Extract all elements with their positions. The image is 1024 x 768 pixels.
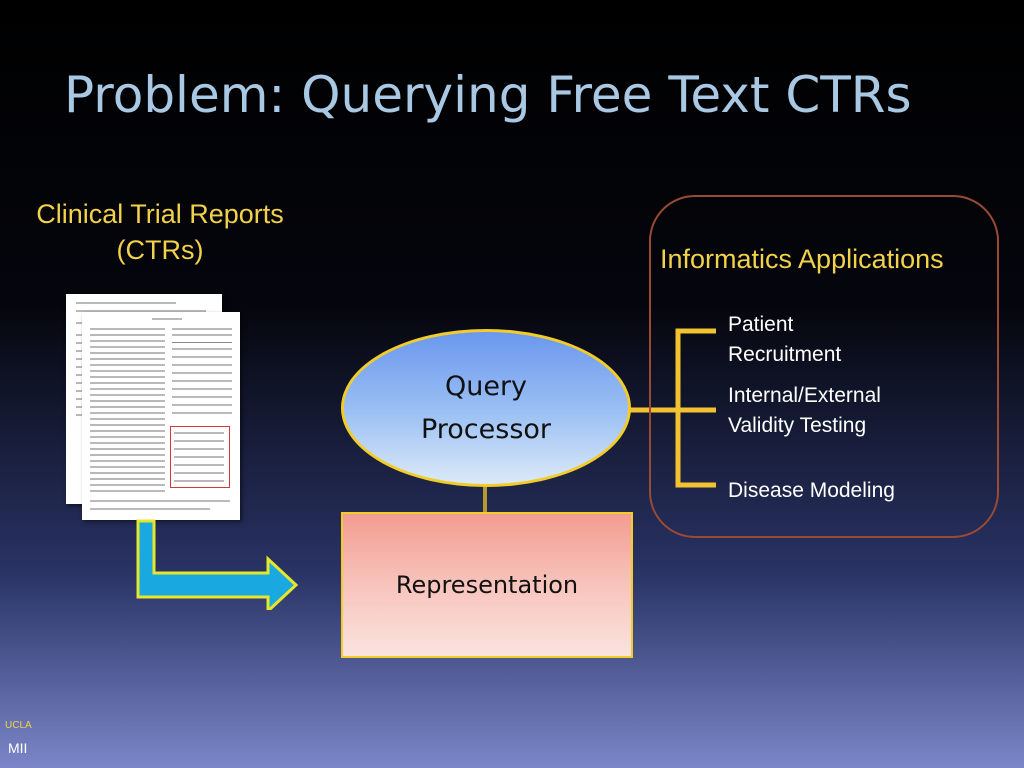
representation-box: Representation xyxy=(341,512,633,658)
app-item-line: Disease Modeling xyxy=(728,479,895,502)
app-item-line: Recruitment xyxy=(728,343,842,366)
applications-title: Informatics Applications xyxy=(660,244,944,274)
app-item-validity-testing: Internal/External Validity Testing xyxy=(728,381,881,441)
slide-title: Problem: Querying Free Text CTRs xyxy=(64,66,912,124)
app-item-line: Internal/External xyxy=(728,384,881,407)
app-item-line: Validity Testing xyxy=(728,414,867,437)
ctr-label-line2: (CTRs) xyxy=(116,235,204,265)
ctr-label: Clinical Trial Reports (CTRs) xyxy=(0,196,320,268)
applications-panel xyxy=(649,195,999,538)
connector-line xyxy=(483,487,487,512)
footer-mii: MII xyxy=(8,740,28,756)
representation-label: Representation xyxy=(395,571,579,599)
ucla-logo: UCLA xyxy=(5,720,32,731)
query-processor-line1: Query xyxy=(444,371,528,402)
query-processor: Query Processor xyxy=(341,329,631,487)
applications-bracket xyxy=(630,328,716,488)
ctr-document-front xyxy=(82,312,240,520)
ctr-label-line1: Clinical Trial Reports xyxy=(36,199,284,229)
app-item-line: Patient xyxy=(728,313,794,336)
query-processor-line2: Processor xyxy=(420,414,552,445)
app-item-patient-recruitment: Patient Recruitment xyxy=(728,310,841,370)
highlight-box xyxy=(170,426,230,488)
flow-arrow xyxy=(136,519,299,610)
app-item-disease-modeling: Disease Modeling xyxy=(728,476,895,506)
